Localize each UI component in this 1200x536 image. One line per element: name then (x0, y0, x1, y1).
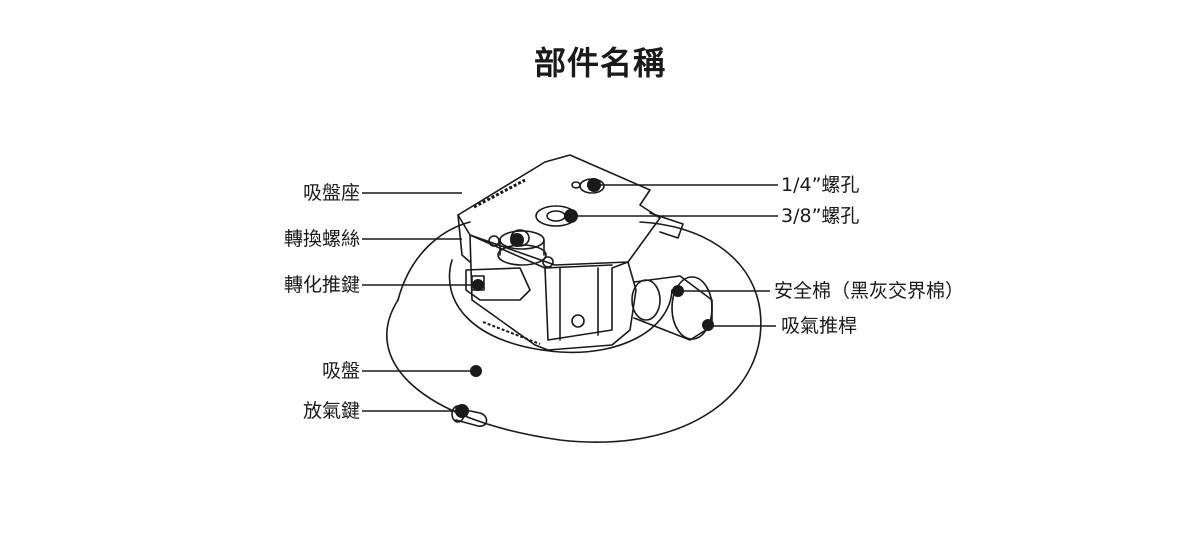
body-top (457, 154, 661, 266)
base-ring (448, 259, 673, 354)
dot-release-key (455, 404, 469, 418)
label-air-plunger: 吸氣推桿 (781, 315, 858, 337)
page-title: 部件名稱 (533, 44, 666, 82)
body-left (457, 214, 471, 263)
label-rotate-screw: 轉換螺絲 (283, 228, 360, 250)
label-rotate-push-key: 轉化推鍵 (283, 274, 360, 296)
label-suction-base: 吸盤座 (302, 182, 360, 204)
dot-suction-cup (470, 365, 482, 377)
label-suction-cup: 吸盤 (321, 360, 360, 382)
push-key-box (465, 267, 531, 301)
dot-push-key (472, 279, 484, 291)
air-plunger (633, 275, 713, 341)
label-quarter-hole: 1/4”螺孔 (781, 174, 860, 196)
dot-air-plunger (702, 319, 714, 331)
dot-safety-foam (672, 285, 684, 297)
label-safety-foam: 安全棉（黑灰交界棉） (774, 280, 965, 302)
dot-three-eighths (564, 209, 578, 223)
label-three-eighths-hole: 3/8”螺孔 (781, 205, 860, 227)
release-key (455, 407, 488, 427)
knob-base (497, 244, 547, 266)
label-release-key: 放氣鍵 (302, 400, 360, 422)
suction-cup-rim (397, 221, 471, 301)
dot-rotate-screw (510, 233, 524, 247)
suction-cup-disc (386, 221, 762, 443)
dot-quarter-hole (587, 178, 601, 192)
body-front (469, 234, 637, 351)
